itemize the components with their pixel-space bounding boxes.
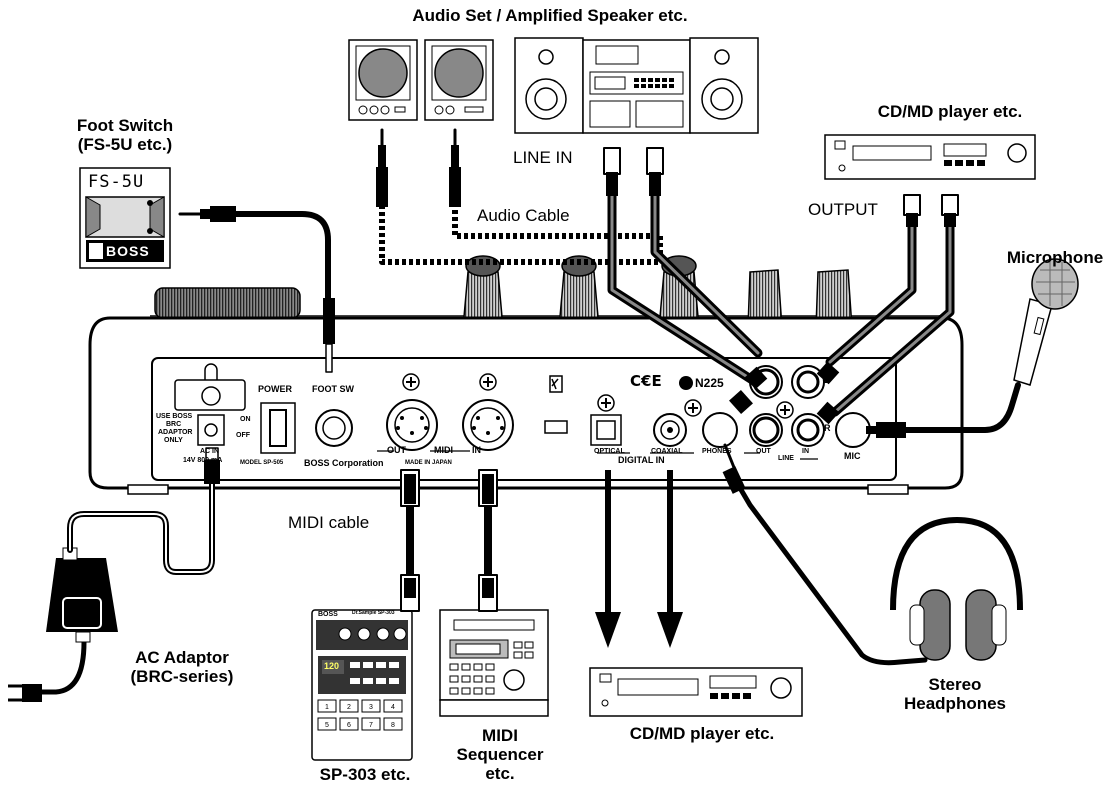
rear-panel	[151, 357, 897, 481]
output-label: OUTPUT	[808, 200, 878, 219]
use-boss-text: USE BOSS	[156, 413, 193, 420]
digital-arrows	[595, 470, 683, 648]
ac-adaptor	[8, 547, 118, 702]
foot-switch-model-label: (FS-5U etc.)	[77, 135, 173, 154]
svg-text:4: 4	[391, 704, 395, 711]
arrow-down-icon	[595, 612, 621, 648]
cd-md-player-bottom-label: CD/MD player etc.	[629, 724, 775, 743]
foot-switch	[79, 167, 171, 269]
foot-sw-text: FOOT SW	[312, 384, 354, 394]
midi-sequencer	[439, 609, 549, 717]
microphone	[1013, 258, 1079, 386]
svg-text:2: 2	[347, 704, 351, 711]
svg-text:6: 6	[347, 722, 351, 729]
line-out-text: OUT	[756, 448, 771, 455]
on-text: ON	[240, 416, 251, 423]
sp303-brand-text: BOSS	[318, 611, 338, 618]
audio-set	[348, 37, 759, 134]
headphones-label-2: Headphones	[903, 694, 1007, 713]
mic-cable	[902, 382, 1021, 433]
line-in-jack-text: IN	[802, 448, 809, 455]
svg-text:7: 7	[369, 722, 373, 729]
power-text: POWER	[258, 384, 293, 394]
headphone-cable	[737, 485, 928, 666]
svg-text:3: 3	[369, 704, 373, 711]
ac-in-text: AC IN	[200, 448, 220, 455]
line-text: LINE	[778, 455, 794, 462]
line-in-label: LINE IN	[513, 148, 573, 167]
ac-in-jack[interactable]	[197, 414, 225, 446]
svg-text:5: 5	[325, 722, 329, 729]
midi-text: MIDI	[434, 445, 453, 455]
midi-cable-label: MIDI cable	[288, 513, 370, 532]
n-mark-icon	[679, 376, 693, 390]
digital-in-text: DIGITAL IN	[618, 455, 665, 465]
ac-adaptor-model-label: (BRC-series)	[130, 667, 234, 686]
coaxial-text: COAXIAL	[651, 448, 683, 455]
security-slot	[544, 420, 568, 434]
cd-md-player-bottom	[589, 667, 803, 717]
boss-corp-text: BOSS Corporation	[304, 458, 384, 468]
stereo-headphones	[890, 516, 1023, 661]
model-text: MODEL SP-505	[240, 460, 284, 466]
midi-sequencer-label-1: MIDI	[482, 726, 518, 745]
ac-rating-text: 14V 800 mA	[183, 457, 223, 464]
sp303-model-text: Dr.Sample SP-303	[352, 610, 395, 616]
boss-logo: BOSS	[106, 243, 150, 259]
sp303-display-text: 120	[324, 661, 340, 671]
midi-sequencer-label-2: Sequencer	[456, 745, 544, 764]
optical-text: OPTICAL	[594, 448, 625, 455]
cables	[67, 128, 1021, 666]
microphone-label: Microphone	[1006, 248, 1104, 267]
off-text: OFF	[236, 432, 250, 439]
cd-md-player-top	[824, 134, 1036, 180]
phones-jack[interactable]	[702, 412, 738, 448]
foot-switch-cable	[232, 211, 331, 303]
fs5u-model-text: FS-5U	[88, 172, 145, 192]
headphones-label-1: Stereo	[928, 675, 982, 694]
mic-jack[interactable]	[835, 412, 871, 448]
cd-md-player-top-label: CD/MD player etc.	[877, 102, 1023, 121]
unit-body	[88, 316, 964, 490]
made-in-japan-text: MADE IN JAPAN	[405, 460, 452, 466]
sp303-device: 1 2 3 4 5 6 7 8	[311, 609, 413, 761]
midi-sequencer-label-3: etc.	[485, 764, 515, 783]
phones-text: PHONES	[702, 448, 732, 455]
jog-dial[interactable]	[154, 287, 301, 319]
only-text: ONLY	[164, 437, 183, 444]
midi-out-text: OUT	[387, 445, 406, 455]
foot-switch-label: Foot Switch	[76, 116, 174, 135]
brc-text: BRC	[166, 421, 182, 428]
midi-in-text: IN	[472, 445, 481, 455]
adaptor-text: ADAPTOR	[158, 429, 193, 436]
n-code-text: N225	[695, 376, 724, 390]
ac-adaptor-label: AC Adaptor	[135, 648, 229, 667]
arrow-down-icon	[657, 612, 683, 648]
mic-text: MIC	[844, 451, 861, 461]
svg-text:8: 8	[391, 722, 395, 729]
ce-mark: C€E	[630, 372, 662, 390]
r-mark: R	[824, 423, 831, 433]
l-mark: L	[824, 375, 830, 385]
audio-cable-label: Audio Cable	[477, 206, 570, 225]
kensington-icon	[549, 375, 563, 393]
audio-set-label: Audio Set / Amplified Speaker etc.	[412, 6, 688, 25]
sp303-label: SP-303 etc.	[319, 765, 411, 784]
svg-text:1: 1	[325, 704, 329, 711]
